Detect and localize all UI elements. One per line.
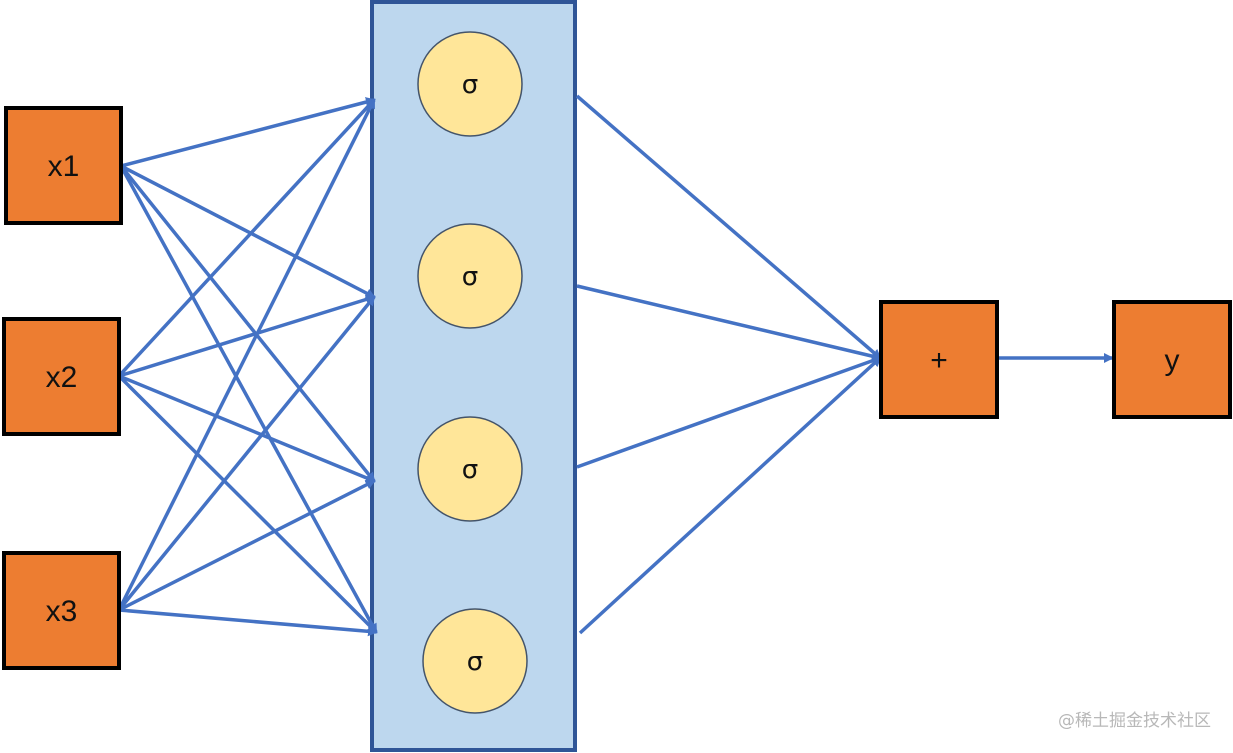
hidden-unit-2: σ [417,223,523,329]
sigma-label: σ [467,647,483,677]
edge-x3-to-hidden-3 [118,479,376,612]
edge-x1-to-hidden-2 [120,164,376,299]
edge-x1-to-hidden-3 [119,164,376,483]
input-label-x3: x3 [46,595,78,628]
edge-hidden-4-to-sum [578,356,882,635]
input-label-x1: x1 [48,150,80,183]
input-node-x1: x1 [4,106,123,225]
sum-label: + [930,344,948,377]
edge-hidden-3-to-sum [576,356,882,469]
edge-x1-to-hidden-1 [120,97,376,168]
edge-x3-to-hidden-1 [117,98,376,611]
edge-x2-to-hidden-2 [118,294,376,378]
edge-x3-to-hidden-2 [117,295,376,612]
edge-x2-to-hidden-1 [117,98,376,378]
sigma-label: σ [462,455,478,485]
output-node: y [1112,300,1232,419]
edge-x2-to-hidden-4 [117,374,378,634]
edge-hidden-1-to-sum [575,94,882,360]
sigma-label: σ [462,262,478,292]
watermark: @稀土掘金技术社区 [1058,711,1211,731]
connection-edges [117,94,1114,637]
edge-x1-to-hidden-4 [119,165,378,634]
hidden-unit-4: σ [422,608,528,714]
edge-hidden-2-to-sum [576,284,882,362]
hidden-unit-1: σ [417,31,523,137]
output-label: y [1165,344,1180,377]
sum-node: + [879,300,999,419]
input-label-x2: x2 [46,361,78,394]
edge-x2-to-hidden-3 [118,374,376,483]
sigma-label: σ [462,70,478,100]
hidden-unit-3: σ [417,416,523,522]
input-node-x2: x2 [2,317,121,436]
input-node-x3: x3 [2,551,121,670]
edge-x3-to-hidden-4 [118,608,378,637]
